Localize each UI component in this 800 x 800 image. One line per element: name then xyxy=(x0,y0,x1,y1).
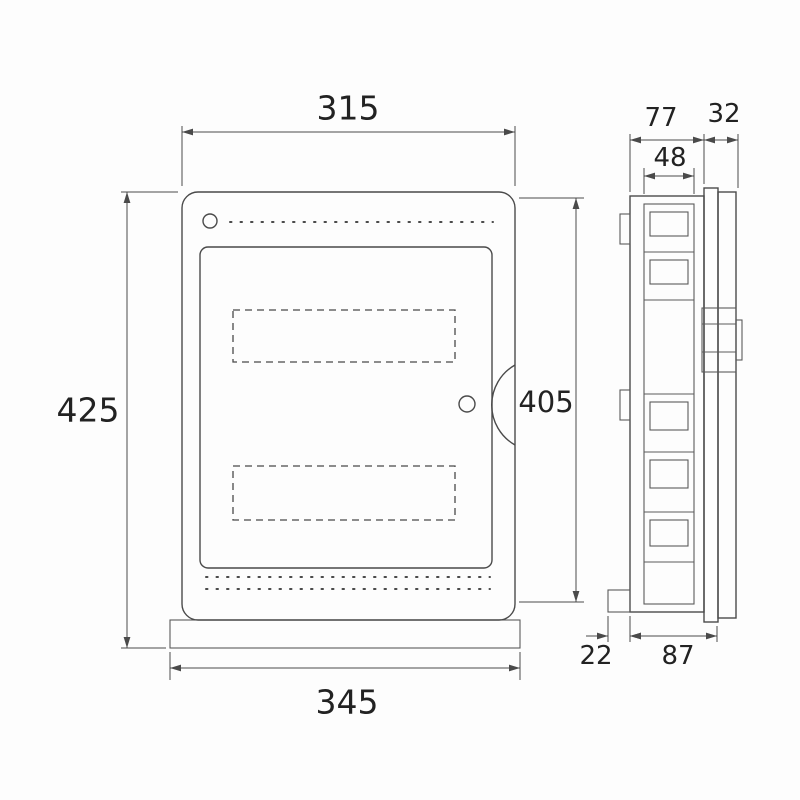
front-screw-hole xyxy=(202,213,218,229)
side-module-block xyxy=(649,519,689,547)
dim-label: 87 xyxy=(661,641,694,671)
handle-bump xyxy=(735,319,743,361)
side-front-frame xyxy=(703,187,719,623)
dim-inner-depth: 48 xyxy=(643,143,695,194)
dim-label: 345 xyxy=(316,683,379,722)
front-handle-recess xyxy=(491,364,516,446)
dim-total-depth: 77 xyxy=(629,103,705,192)
dim-label: 77 xyxy=(644,103,677,133)
side-module-block xyxy=(649,401,689,431)
front-enclosure-body xyxy=(181,191,516,621)
front-vent-slot-bottom xyxy=(232,465,456,521)
side-inner-wall xyxy=(643,203,695,605)
side-module-block xyxy=(649,259,689,285)
side-handle-assembly xyxy=(701,307,743,373)
dim-overall-height: 425 xyxy=(57,191,178,649)
side-view: 77 32 48 22 87 xyxy=(579,99,743,671)
dim-bottom-width: 345 xyxy=(169,652,521,722)
front-view: 315 425 405 345 xyxy=(57,89,584,722)
dim-label: 315 xyxy=(317,89,380,128)
handle-housing xyxy=(701,307,737,373)
side-body xyxy=(629,195,705,613)
dim-label: 425 xyxy=(57,391,120,430)
dim-door-depth: 32 xyxy=(704,99,741,188)
dim-label: 405 xyxy=(518,385,573,419)
side-module-block xyxy=(649,459,689,489)
front-base-flange xyxy=(169,619,521,649)
dim-body-depth: 87 xyxy=(629,616,718,671)
dim-bottom-offset: 22 xyxy=(579,616,652,671)
dim-label: 32 xyxy=(707,99,740,129)
dim-label: 22 xyxy=(579,641,612,671)
side-mounting-tab-middle xyxy=(619,389,631,421)
side-door-panel xyxy=(717,191,737,619)
dim-label: 48 xyxy=(653,143,686,173)
dim-top-width: 315 xyxy=(181,89,516,186)
front-vent-slot-top xyxy=(232,309,456,363)
side-module-block xyxy=(649,211,689,237)
dim-inner-height: 405 xyxy=(518,197,584,603)
front-lock-knob xyxy=(458,395,476,413)
side-mounting-tab-top xyxy=(619,213,631,245)
side-mounting-tab-bottom xyxy=(607,589,631,613)
